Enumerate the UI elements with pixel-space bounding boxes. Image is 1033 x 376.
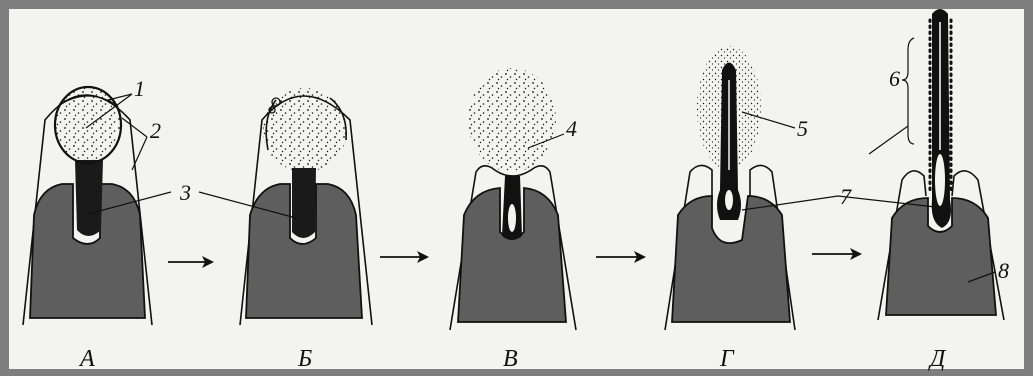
callout-2: 2 — [150, 118, 161, 143]
leader-6-brace — [902, 38, 914, 144]
stage-v-lumen — [508, 204, 516, 232]
callout-6: 6 — [889, 66, 900, 91]
leader-6 — [869, 126, 908, 154]
stage-v-dispersed-granules — [468, 68, 556, 172]
arrow-g-to-d — [812, 248, 862, 260]
callout-8: 8 — [998, 258, 1009, 283]
arrow-v-to-g — [596, 251, 646, 263]
stage-d-bulb-lumen — [935, 154, 945, 206]
stage-label-v: В — [503, 346, 518, 372]
arrow-a-to-b — [168, 256, 214, 268]
stage-label-g: Г — [719, 346, 735, 372]
stage-a — [23, 87, 152, 325]
stage-g — [665, 46, 795, 330]
stage-d — [878, 9, 1004, 320]
stage-b-dark-core — [292, 168, 316, 238]
stage-label-d: Д — [928, 346, 947, 372]
stage-a-granule-cell — [55, 87, 121, 163]
callout-3: 3 — [179, 180, 191, 205]
callout-7: 7 — [840, 184, 852, 209]
stage-b — [240, 88, 372, 325]
stage-g-bulb-lumen — [725, 190, 733, 210]
callout-4: 4 — [566, 116, 577, 141]
stage-label-a: А — [78, 346, 95, 372]
callout-1: 1 — [134, 76, 145, 101]
stage-label-b: Б — [297, 346, 312, 372]
callout-5: 5 — [797, 116, 808, 141]
stage-a-dark-core — [75, 160, 103, 236]
arrow-b-to-v — [380, 251, 429, 263]
stage-v — [450, 68, 576, 330]
